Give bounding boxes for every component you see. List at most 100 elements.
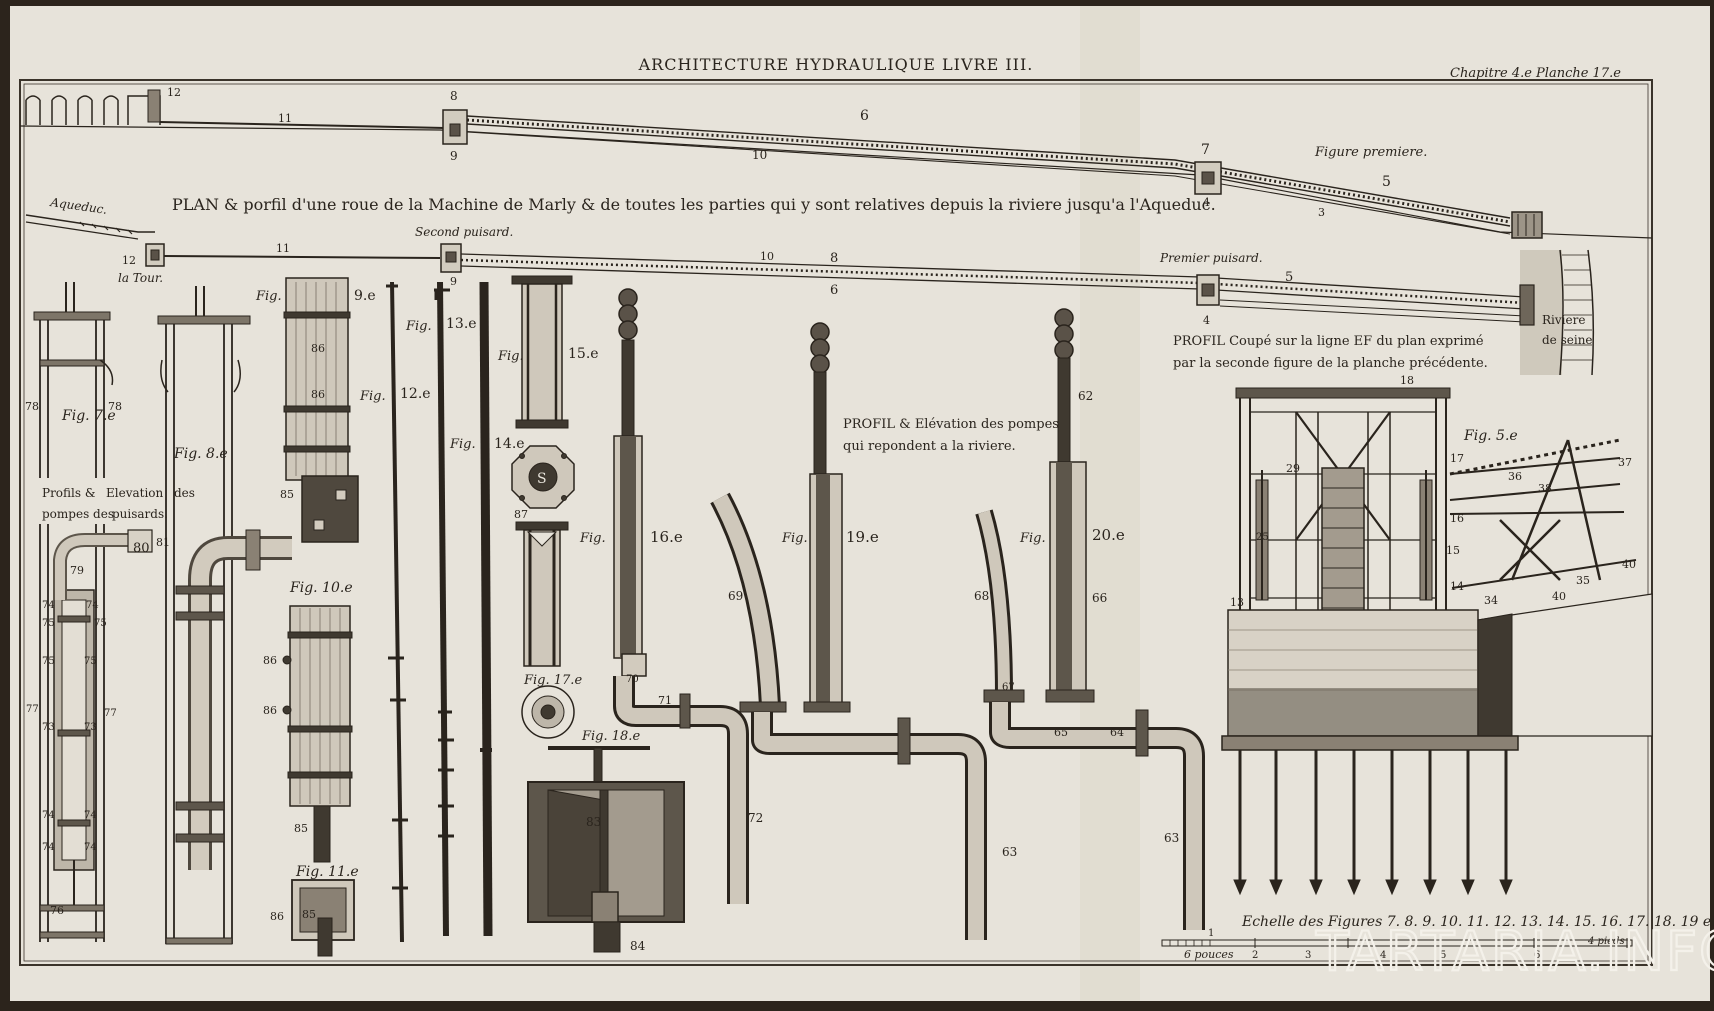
fig-10-pipe (282, 605, 353, 863)
label-86-b: 86 (311, 388, 325, 401)
label-7-top: 7 (1201, 142, 1210, 158)
label-5-top: 5 (1382, 174, 1391, 190)
figure-premiere-elevation (19, 89, 1653, 239)
label-86-d: 86 (263, 704, 277, 717)
label-83: 83 (586, 815, 601, 829)
label-de-seine: de seine (1542, 333, 1593, 347)
scale-tick-5: 5 (1440, 950, 1446, 961)
profils-caption-2b: puisards. (112, 507, 168, 521)
fig-16-pump (613, 288, 749, 904)
label-71: 71 (658, 694, 672, 707)
profils-caption-1c: des (174, 486, 195, 500)
fig-14-label-a: Fig. (449, 437, 476, 452)
label-9-plan: 9 (450, 275, 457, 288)
fig-19-label-a: Fig. (781, 531, 808, 546)
fig-19-label-b: 19.e (846, 528, 879, 546)
label-79: 79 (70, 564, 84, 577)
fig-13-label-b: 13.e (446, 316, 477, 332)
fig-18-cistern (527, 746, 685, 953)
label-18: 18 (1400, 374, 1414, 387)
label-29: 29 (1286, 462, 1300, 475)
fig-14-label-b: 14.e (494, 436, 525, 452)
label-la-tour: la Tour. (118, 271, 163, 285)
label-75-d: 75 (84, 656, 97, 667)
label-86-c: 86 (263, 654, 277, 667)
fig-20-label-b: 20.e (1092, 526, 1125, 544)
profils-caption-1b: Elevation (106, 486, 164, 500)
label-second-puisard: Second puisard. (415, 225, 513, 239)
label-10-top: 10 (752, 148, 767, 162)
label-85-a: 85 (280, 488, 294, 501)
label-64: 64 (1110, 726, 1124, 739)
label-riviere: Riviere (1542, 313, 1585, 327)
label-3-top: 3 (1318, 206, 1325, 219)
label-63-a: 63 (1002, 845, 1017, 859)
label-72: 72 (748, 811, 763, 825)
label-4-plan: 4 (1203, 314, 1210, 327)
label-77-a: 77 (26, 704, 39, 715)
fig-11-label: Fig. 11.e (295, 864, 359, 880)
label-9-top: 9 (450, 149, 458, 163)
label-40-b: 40 (1552, 590, 1566, 603)
label-11-top: 11 (278, 112, 292, 125)
label-70: 70 (626, 674, 639, 685)
figure-premiere-label: Figure premiere. (1314, 145, 1427, 160)
label-12-top: 12 (167, 86, 181, 99)
fig-11-flange (291, 879, 355, 957)
plate-inner-border (23, 83, 1649, 962)
plate-border (19, 79, 1653, 966)
profils-caption-1a: Profils & (42, 486, 96, 500)
label-73-a: 73 (42, 722, 55, 733)
label-62: 62 (1078, 389, 1093, 403)
label-4-top: 4 (1203, 196, 1210, 209)
fig-12-label-a: Fig. (359, 389, 386, 404)
plan-title: PLAN & porfil d'une roue de la Machine d… (172, 195, 1216, 214)
label-74-b: 74 (86, 600, 99, 611)
profil-pompes-line2: qui repondent a la riviere. (843, 439, 1016, 454)
label-77-b: 77 (104, 708, 117, 719)
label-12-plan: 12 (122, 254, 136, 267)
label-80: 80 (133, 541, 150, 556)
label-premier-puisard: Premier puisard. (1159, 251, 1263, 265)
fig-15-label-b: 15.e (568, 346, 599, 362)
label-84: 84 (630, 939, 646, 953)
label-66: 66 (1092, 591, 1107, 605)
label-67: 67 (1002, 682, 1015, 693)
fig-8-puisard-pump (157, 286, 292, 945)
label-34: 34 (1484, 594, 1498, 607)
label-78-right: 78 (108, 400, 122, 413)
label-81: 81 (156, 536, 170, 549)
label-35: 35 (1576, 574, 1590, 587)
label-74-a: 74 (42, 600, 55, 611)
label-73-b: 73 (84, 722, 97, 733)
label-87: 87 (514, 508, 528, 521)
label-6-top: 6 (860, 108, 869, 124)
fig-9-label-b: 9.e (354, 288, 376, 304)
label-75-a: 75 (42, 618, 55, 629)
label-8-top: 8 (450, 89, 458, 103)
profil-coupe-line1: PROFIL Coupé sur la ligne EF du plan exp… (1173, 334, 1484, 349)
scale-pouces: 6 pouces (1184, 948, 1234, 961)
profils-caption-backdrop (38, 478, 198, 524)
fig-5-wheel-elevation (1221, 387, 1653, 896)
label-25: 25 (1256, 532, 1269, 543)
scale-tick-6: 6 (1534, 950, 1540, 961)
scale-tick-4: 4 (1380, 950, 1386, 961)
fig-20-label-a: Fig. (1019, 531, 1046, 546)
label-11-plan: 11 (276, 242, 290, 255)
watermark: TARTARIA.INFO (1315, 920, 1714, 983)
label-76: 76 (50, 904, 64, 917)
label-74-e: 74 (42, 842, 55, 853)
fig-5-label: Fig. 5.e (1463, 428, 1518, 444)
label-10-plan: 10 (760, 250, 774, 263)
label-16: 16 (1450, 512, 1464, 525)
fig-20-pump (975, 308, 1205, 930)
label-69: 69 (728, 589, 743, 603)
fig-9-label-a: Fig. (255, 289, 282, 304)
fig-19-pump (710, 322, 987, 940)
fig-13-label-a: Fig. (405, 319, 432, 334)
label-74-c: 74 (42, 810, 55, 821)
label-13: 13 (1230, 596, 1244, 609)
label-75-b: 75 (94, 618, 107, 629)
